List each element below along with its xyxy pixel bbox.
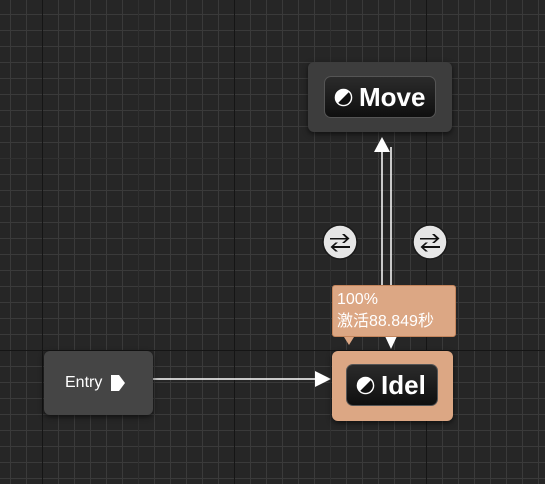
active-time-text: 激活88.849秒 xyxy=(337,313,434,330)
state-node-title: Idel xyxy=(346,364,438,406)
entry-wire-arrowhead xyxy=(315,371,331,387)
blend-weight-text: 100% xyxy=(337,291,378,308)
state-icon xyxy=(356,376,375,394)
state-label-idle: Idel xyxy=(381,370,426,400)
grid-line xyxy=(138,0,139,484)
grid-line xyxy=(0,350,545,351)
active-state-tooltip: 100% 激活88.849秒 xyxy=(332,285,456,337)
state-label-move: Move xyxy=(359,82,426,112)
state-node-title: Move xyxy=(324,76,436,118)
wire-move-to-idle-arrowhead xyxy=(384,334,398,349)
state-node-idle[interactable]: Idel xyxy=(332,351,453,421)
grid-line xyxy=(42,0,43,484)
grid-line xyxy=(0,158,545,159)
output-pin-icon[interactable] xyxy=(110,374,126,392)
tooltip-pointer xyxy=(344,337,354,345)
wire-idle-to-move-arrowhead xyxy=(374,137,390,152)
entry-node[interactable]: Entry xyxy=(44,351,153,415)
grid-line xyxy=(234,0,235,484)
state-node-move[interactable]: Move xyxy=(308,62,452,132)
transition-rule-icon[interactable] xyxy=(322,224,358,260)
state-icon xyxy=(334,88,353,106)
transition-rule-icon[interactable] xyxy=(412,224,448,260)
entry-label: Entry xyxy=(65,374,103,391)
